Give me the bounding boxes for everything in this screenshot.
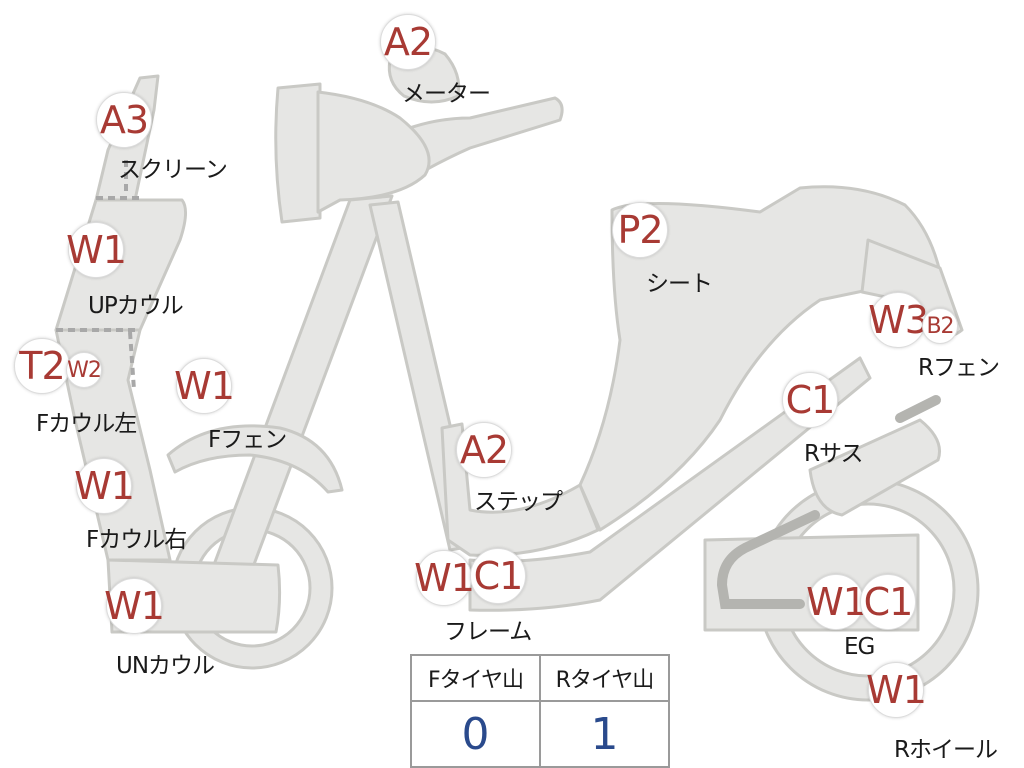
badge-meter: A2 [380,14,436,70]
label-screen: スクリーン [118,157,228,183]
front-tire-value: 0 [410,700,541,768]
badge-seat: P2 [612,202,668,258]
badge-eg-c: C1 [860,574,916,630]
badge-fcowl-left-small: W2 [66,352,102,388]
label-seat: シート [646,271,713,297]
rear-tire-header: Rタイヤ山 [539,654,670,702]
rear-axle [895,395,941,423]
label-upcowl: UPカウル [88,293,184,319]
front-fender [166,424,344,494]
badge-ffender: W1 [174,358,235,414]
seat-body [578,185,942,532]
badge-rwheel: W1 [866,662,927,718]
headlight-cover [316,90,431,214]
badge-uncowl: W1 [104,578,165,634]
cowl-divider-v [128,331,136,391]
label-step: ステップ [474,489,563,515]
steering-column [210,194,394,577]
badge-fcowl-left: T2 [14,338,70,394]
tire-table-value-row: 0 1 [410,700,670,768]
front-tire-header: Fタイヤ山 [410,654,541,702]
rear-suspension [808,418,941,517]
tire-tread-table: Fタイヤ山 Rタイヤ山 0 1 [410,654,670,768]
badge-frame-c: C1 [470,548,526,604]
exhaust-pipe [716,510,820,609]
label-fcowl-left: Fカウル左 [36,411,137,437]
badge-eg-w: W1 [806,574,867,630]
label-ffender: Fフェン [208,427,287,453]
label-uncowl: UNカウル [116,653,215,679]
rear-tire-value: 1 [539,700,670,768]
label-fcowl-right: Fカウル右 [86,527,187,553]
label-rfender: Rフェン [918,355,1000,381]
label-eg: EG [844,634,875,660]
badge-frame-w: W1 [414,550,475,606]
badge-upcowl: W1 [66,222,127,278]
tire-table-header-row: Fタイヤ山 Rタイヤ山 [410,654,670,702]
badge-rsus: C1 [782,372,838,428]
badge-fcowl-right: W1 [74,458,135,514]
badge-step: A2 [456,422,512,478]
label-rsus: Rサス [804,441,864,467]
badge-screen: A3 [96,92,152,148]
label-rwheel: Rホイール [894,737,998,763]
badge-rfender: W3 [868,292,929,348]
label-meter: メーター [402,81,491,107]
badge-rfender-small: B2 [922,308,958,344]
headlight-box [274,82,322,224]
label-frame: フレーム [444,619,532,645]
